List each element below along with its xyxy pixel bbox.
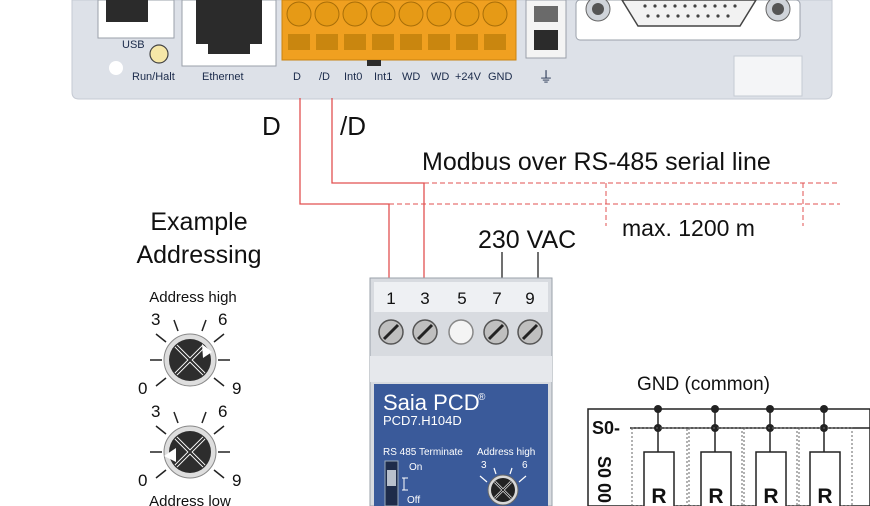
- module-brand-mark: ®: [478, 392, 486, 403]
- rotary-dial-low: 3 6 0 9: [138, 402, 241, 490]
- module-dial: [479, 467, 527, 506]
- terminal-7: 7: [492, 289, 501, 308]
- terminal-int0-label: Int0: [344, 71, 362, 83]
- switch-off-label: Off: [407, 495, 420, 506]
- dial-low-9: 9: [232, 471, 241, 490]
- dial-high-0: 0: [138, 379, 147, 398]
- run-halt-label: Run/Halt: [132, 71, 175, 83]
- dial-low-0: 0: [138, 471, 147, 490]
- status-led: [109, 61, 123, 75]
- dial-low-3: 3: [151, 402, 160, 421]
- wire-d-label: D: [262, 111, 281, 141]
- terminal-3: 3: [420, 289, 429, 308]
- connector-screws: [286, 1, 508, 27]
- ethernet-label: Ethernet: [202, 71, 244, 83]
- label-plate: [733, 55, 803, 97]
- dial-low-6: 6: [218, 402, 227, 421]
- address-high-label: Address high: [149, 289, 237, 306]
- controller-panel: USB Run/Halt Ethernet D /D Int0 Int1 WD …: [71, 0, 833, 100]
- terminal-wd2-label: WD: [431, 71, 449, 83]
- rs485-terminate-label: RS 485 Terminate: [383, 447, 463, 458]
- max-length-label: max. 1200 m: [622, 215, 755, 241]
- terminal-24v-label: +24V: [455, 71, 482, 83]
- resistor-label-2: R: [708, 485, 723, 506]
- power-label: 230 VAC: [478, 226, 576, 254]
- ground-symbol-icon: ⏚: [538, 68, 553, 86]
- module-dial-6: 6: [522, 460, 528, 471]
- terminal-wd1-label: WD: [402, 71, 420, 83]
- dial-high-3: 3: [151, 310, 160, 329]
- wire-nd-label: /D: [340, 111, 366, 141]
- s0-section: GND (common) S0- S0 00 R R R R: [587, 374, 870, 506]
- terminal-d-label: D: [293, 71, 301, 83]
- terminal-1: 1: [386, 289, 395, 308]
- example-title-2: Addressing: [136, 241, 261, 269]
- module-address-high-label: Address high: [477, 447, 535, 458]
- module-dial-3: 3: [481, 460, 487, 471]
- wires: [299, 98, 840, 278]
- s0-minus-label: S0-: [592, 418, 620, 438]
- dial-high-pointer-icon: [202, 344, 212, 358]
- dial-low-pointer-icon: [164, 448, 176, 462]
- pcd-module: 1 3 5 7 9 Saia PCD ® PCD7.H104D RS 485 T…: [369, 277, 553, 506]
- resistor-label-1: R: [651, 485, 666, 506]
- example-addressing: Example Addressing Address high 3 6 0 9: [136, 208, 261, 506]
- usb-label: USB: [122, 39, 145, 51]
- rotary-dial-high: 3 6 0 9: [138, 310, 241, 398]
- s0-side-label: S0 00: [594, 456, 614, 503]
- terminal-9: 9: [525, 289, 534, 308]
- dial-high-6: 6: [218, 310, 227, 329]
- modbus-label: Modbus over RS-485 serial line: [422, 148, 771, 176]
- terminal-nd-label: /D: [319, 71, 330, 83]
- gnd-common-label: GND (common): [637, 374, 770, 395]
- address-low-label: Address low: [149, 493, 231, 506]
- terminal-gnd-label: GND: [488, 71, 513, 83]
- switch-on-label: On: [409, 462, 422, 473]
- example-title-1: Example: [150, 208, 247, 236]
- run-halt-led: [149, 44, 169, 64]
- dial-high-9: 9: [232, 379, 241, 398]
- resistor-label-3: R: [763, 485, 778, 506]
- resistor-label-4: R: [817, 485, 832, 506]
- wire-d: [299, 98, 390, 278]
- terminal-int1-label: Int1: [374, 71, 392, 83]
- terminal-5: 5: [457, 289, 466, 308]
- connector-slots: [288, 34, 506, 50]
- module-front-panel: [374, 384, 548, 506]
- module-brand: Saia PCD: [383, 390, 480, 415]
- module-screws: [378, 319, 543, 345]
- module-model: PCD7.H104D: [383, 413, 462, 428]
- module-terminal-numbers: 1 3 5 7 9: [386, 289, 534, 308]
- wire-nd: [331, 98, 425, 278]
